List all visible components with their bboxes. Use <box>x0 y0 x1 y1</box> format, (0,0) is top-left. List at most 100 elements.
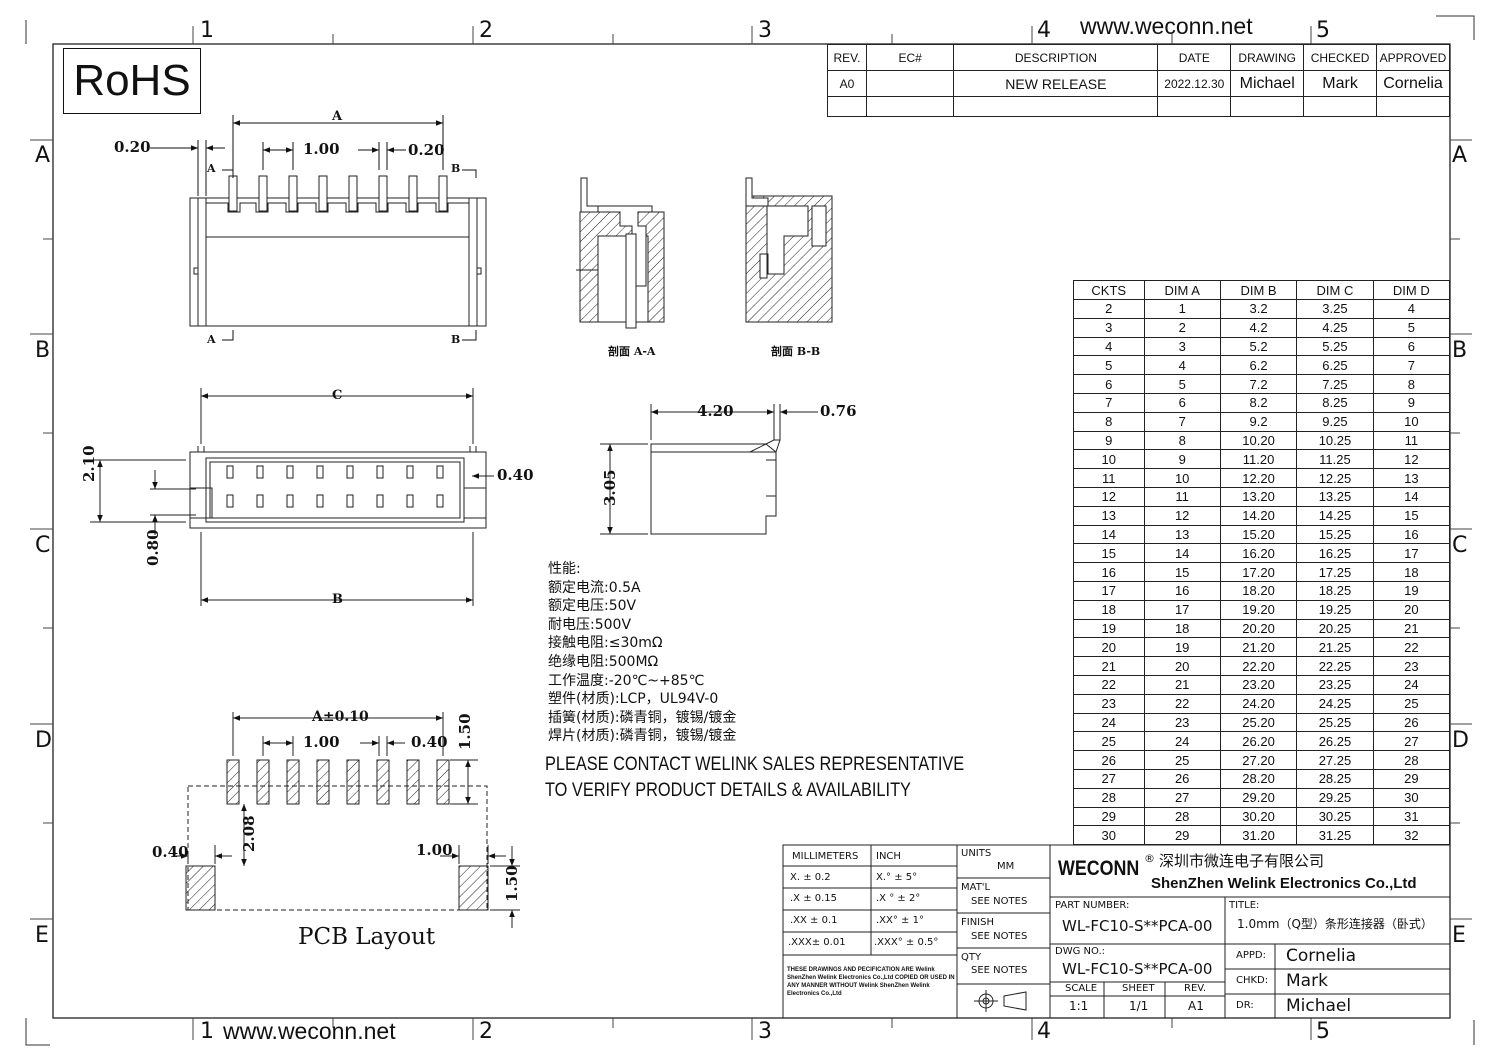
top-pitch: 1.00 <box>303 140 340 158</box>
table-cell: 11 <box>1143 486 1221 507</box>
table-cell: 23 <box>1073 693 1145 714</box>
notice-line-2: TO VERIFY PRODUCT DETAILS & AVAILABILITY <box>545 780 911 801</box>
spec-line: 接触电阻:≤30mΩ <box>548 635 663 652</box>
pcb-pad-height: 1.50 <box>456 713 474 750</box>
table-cell: 30 <box>1073 825 1145 846</box>
pcb-foot-height: 1.50 <box>503 865 521 902</box>
table-cell: 9 <box>1073 430 1145 451</box>
zone-col-4: 4 <box>1037 18 1051 43</box>
col-dim-c: DIM C <box>1296 280 1374 300</box>
company-english: ShenZhen Welink Electronics Co.,Ltd <box>1151 875 1417 892</box>
zone-col-4-bottom: 4 <box>1037 1019 1051 1044</box>
table-cell: 31.20 <box>1219 825 1298 846</box>
table-cell: 19 <box>1143 637 1221 658</box>
table-cell: 9.25 <box>1296 411 1374 432</box>
checked-header: CHECKED <box>1303 44 1377 71</box>
table-cell: 17.25 <box>1296 562 1374 582</box>
table-cell: 17 <box>1143 599 1221 620</box>
zone-col-5: 5 <box>1316 18 1330 43</box>
table-cell: 7.2 <box>1219 374 1298 394</box>
table-cell: 23.25 <box>1296 674 1374 695</box>
front-side-width: 0.40 <box>497 466 534 484</box>
table-cell: 6 <box>1372 336 1451 357</box>
table-cell: 26 <box>1372 712 1451 733</box>
table-cell: 7 <box>1143 411 1221 432</box>
table-cell: 8.2 <box>1219 392 1298 413</box>
scale-value: 1:1 <box>1069 999 1089 1013</box>
table-cell: 9 <box>1372 392 1451 413</box>
table-cell: 29 <box>1073 806 1145 827</box>
zone-row-a-right: A <box>1452 143 1468 168</box>
table-cell: 16 <box>1143 580 1221 601</box>
section-mark-a-bottom: A <box>207 333 216 346</box>
spec-line: 额定电流:0.5A <box>548 579 641 596</box>
table-cell: 29.20 <box>1219 787 1298 808</box>
zone-row-c-right: C <box>1452 533 1468 558</box>
chkd-label: CHKD: <box>1236 975 1269 986</box>
table-cell: 14 <box>1143 543 1221 564</box>
table-cell: 7 <box>1073 392 1145 413</box>
spec-line: 塑件(材质):LCP，UL94V-0 <box>548 691 719 708</box>
zone-row-b: B <box>35 338 51 363</box>
table-cell: 31 <box>1372 806 1451 827</box>
table-cell: 17 <box>1073 580 1145 601</box>
table-cell: 10.20 <box>1219 430 1298 451</box>
table-cell: 29 <box>1143 825 1221 846</box>
finish-value: SEE NOTES <box>971 931 1028 942</box>
table-cell: 22 <box>1143 693 1221 714</box>
table-cell: 13.25 <box>1296 486 1374 507</box>
table-cell: 24 <box>1073 712 1145 733</box>
table-cell: 29.25 <box>1296 787 1374 808</box>
table-cell: 12.25 <box>1296 468 1374 488</box>
table-cell: 8 <box>1143 430 1221 451</box>
table-cell: 10.25 <box>1296 430 1374 451</box>
table-cell: 27 <box>1143 787 1221 808</box>
website-top[interactable]: www.weconn.net <box>1080 13 1253 39</box>
table-cell: 6 <box>1143 392 1221 413</box>
tol-mm-2: .XX ± 0.1 <box>790 915 838 926</box>
tol-inch-2: .XX° ± 1° <box>876 915 924 926</box>
table-cell: 2 <box>1073 299 1145 319</box>
table-cell: 32 <box>1372 825 1451 846</box>
company-chinese: 深圳市微连电子有限公司 <box>1159 852 1325 870</box>
table-cell: 14 <box>1073 524 1145 545</box>
table-cell: 9 <box>1143 449 1221 470</box>
table-cell: 23 <box>1143 712 1221 733</box>
table-cell: 19 <box>1372 580 1451 601</box>
table-cell: 15 <box>1073 543 1145 564</box>
approved-value: Cornelia <box>1376 70 1450 97</box>
section-mark-a-top: A <box>207 162 216 175</box>
table-cell: 18.20 <box>1219 580 1298 601</box>
table-cell: 4 <box>1143 355 1221 376</box>
pcb-pad-width: 0.40 <box>411 733 448 751</box>
ec-blank <box>865 96 955 117</box>
rev-value: A1 <box>1188 999 1204 1013</box>
tol-inch-3: .XXX° ± 0.5° <box>874 937 939 948</box>
table-cell: 17.20 <box>1219 562 1298 582</box>
dwg-value: WL-FC10-S**PCA-00 <box>1062 960 1213 978</box>
website-bottom[interactable]: www.weconn.net <box>223 1018 396 1044</box>
table-cell: 14.25 <box>1296 505 1374 526</box>
table-cell: 27 <box>1372 731 1451 752</box>
table-cell: 28 <box>1143 806 1221 827</box>
sheet-value: 1/1 <box>1129 999 1149 1013</box>
side-height: 3.05 <box>601 469 619 506</box>
table-cell: 6.25 <box>1296 355 1374 376</box>
pcb-gap: 2.08 <box>240 815 258 852</box>
table-cell: 5 <box>1073 355 1145 376</box>
table-cell: 9.2 <box>1219 411 1298 432</box>
table-cell: 23 <box>1372 656 1451 676</box>
date-header: DATE <box>1157 44 1232 71</box>
zone-col-5-bottom: 5 <box>1316 1019 1330 1044</box>
col-dim-a: DIM A <box>1143 280 1221 300</box>
table-cell: 16.20 <box>1219 543 1298 564</box>
